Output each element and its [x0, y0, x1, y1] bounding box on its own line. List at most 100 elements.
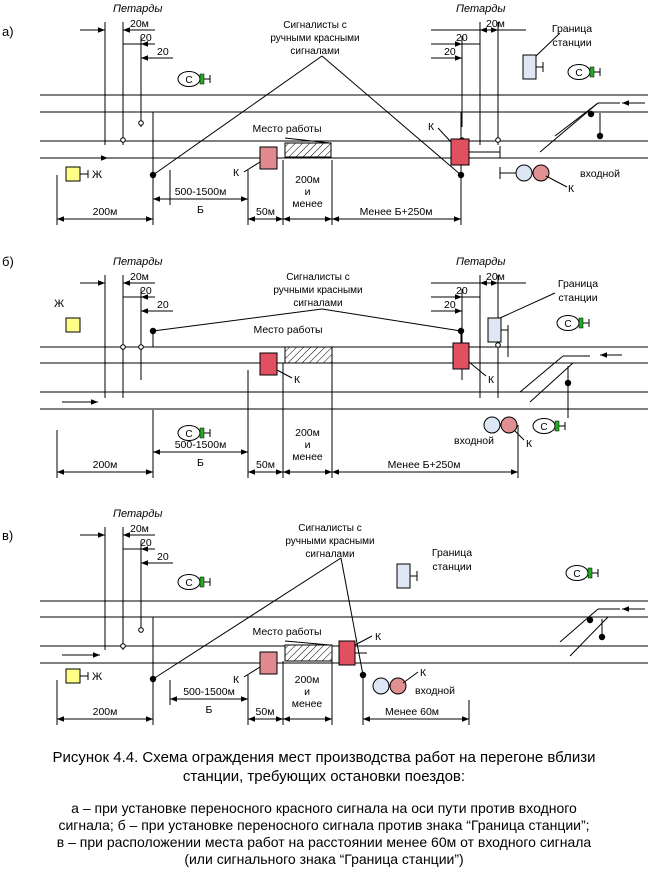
label-k: К [568, 183, 575, 195]
signalmen-label: ручными красными [270, 33, 359, 44]
signalman-dot [457, 327, 465, 335]
caption-title: Рисунок 4.4. Схема ограждения мест произ… [0, 748, 648, 786]
yellow-signal-zh [65, 668, 81, 684]
label-zh: Ж [54, 298, 64, 310]
work-place-zone [284, 644, 333, 662]
pointer [437, 127, 452, 143]
dim-label: Менее Б+250м [388, 459, 461, 471]
signal-s-label: С [575, 68, 582, 79]
dim-label: 500-1500м [183, 686, 235, 698]
petard-post-end [138, 344, 144, 350]
panel-b: б)Петарды20м2020Петарды20м2020Сигналисты… [2, 254, 648, 478]
panel-a: а)Петарды20м2020Петарды20м2020Сигналисты… [2, 3, 648, 225]
petard-post-end [120, 344, 126, 350]
dim-20m: 20м [486, 271, 505, 283]
petardy-label: Петарды [113, 256, 162, 268]
label-k: К [233, 674, 240, 686]
green-lens [199, 576, 205, 588]
signalmen-label: сигналами [293, 298, 342, 309]
dim-label: 500-1500м [175, 186, 227, 198]
pointer [468, 361, 487, 377]
work-place-zone [284, 346, 333, 364]
red-portable-signal [450, 138, 470, 166]
petardy-label: Петарды [456, 3, 505, 15]
pointer [545, 175, 568, 188]
dim-label: и [304, 686, 310, 698]
green-lens [587, 567, 593, 579]
signalmen-pointer [321, 55, 462, 176]
signalmen-label: ручными красными [285, 536, 374, 547]
signalmen-label: Сигналисты с [286, 272, 350, 283]
signalmen-pointer [152, 308, 323, 332]
signalman-dot [149, 675, 157, 683]
dim-label: 200м [295, 174, 320, 186]
station-border-sign [522, 54, 537, 80]
signalmen-label: сигналами [290, 46, 339, 57]
dim-20: 20 [157, 46, 169, 58]
dim-label: 500-1500м [175, 439, 227, 451]
dim-20m: 20м [130, 523, 149, 535]
station-border-label: Граница [432, 547, 472, 559]
dim-20m: 20м [130, 18, 149, 30]
green-lens [554, 420, 560, 432]
dim-20: 20 [140, 32, 152, 44]
petardy-label: Петарды [113, 508, 162, 520]
dim-label: 200м [93, 706, 118, 718]
panel-letter: б) [2, 254, 14, 269]
signalman-dot [359, 671, 367, 679]
dim-20m: 20м [486, 18, 505, 30]
dim-label: Б [206, 704, 213, 716]
pointer [535, 32, 561, 57]
dim-label: менее [292, 698, 323, 710]
signal-s-label: С [540, 422, 547, 433]
entry-signal-label: входной [415, 685, 455, 697]
pointer [499, 292, 556, 319]
dim-20: 20 [140, 537, 152, 549]
panel-letter: а) [2, 24, 14, 39]
entry-signal-lens [372, 677, 390, 695]
station-border-label: станции [552, 37, 591, 49]
green-lens [589, 66, 595, 78]
switch-dot [586, 616, 594, 624]
signalmen-pointer [321, 308, 462, 332]
station-border-sign [487, 317, 502, 343]
yellow-signal-zh [65, 317, 81, 333]
dim-20: 20 [444, 46, 456, 58]
green-lens [578, 317, 584, 329]
pointer [284, 640, 331, 646]
turnout-line [539, 102, 599, 153]
signal-s-label: С [573, 569, 580, 580]
caption-line: (или сигнального знака “Граница станции”… [184, 851, 464, 867]
pointer [243, 666, 261, 678]
station-border-label: Граница [552, 23, 592, 35]
dim-label: и [305, 186, 311, 198]
dim-label: 200м [93, 206, 118, 218]
red-portable-signal [259, 651, 278, 675]
green-lens [199, 73, 205, 85]
switch-dot [587, 110, 595, 118]
petardy-label: Петарды [113, 3, 162, 15]
petard-post-end [495, 342, 501, 348]
work-place-label: Место работы [253, 324, 322, 336]
dim-label: Менее Б+250м [360, 206, 433, 218]
pointer [354, 635, 373, 646]
dim-label: 200м [295, 674, 320, 686]
dim-label: Б [197, 204, 204, 216]
label-k: К [294, 374, 301, 386]
yellow-signal-zh [65, 166, 81, 182]
petard-post-end [495, 137, 501, 143]
entry-signal-lens [389, 677, 407, 695]
dim-20: 20 [157, 299, 169, 311]
petardy-label: Петарды [456, 256, 505, 268]
signalmen-pointer [340, 557, 364, 676]
work-place-label: Место работы [252, 123, 321, 135]
petard-post-end [138, 120, 144, 126]
label-zh: Ж [92, 671, 102, 683]
signalmen-label: Сигналисты с [283, 20, 347, 31]
panel-letter: в) [2, 528, 13, 543]
station-border-label: Граница [558, 278, 598, 290]
petard-post-end [138, 627, 144, 633]
label-k: К [233, 167, 240, 179]
caption-line: сигнала; б – при установке переносного с… [58, 817, 590, 833]
dim-20: 20 [456, 32, 468, 44]
